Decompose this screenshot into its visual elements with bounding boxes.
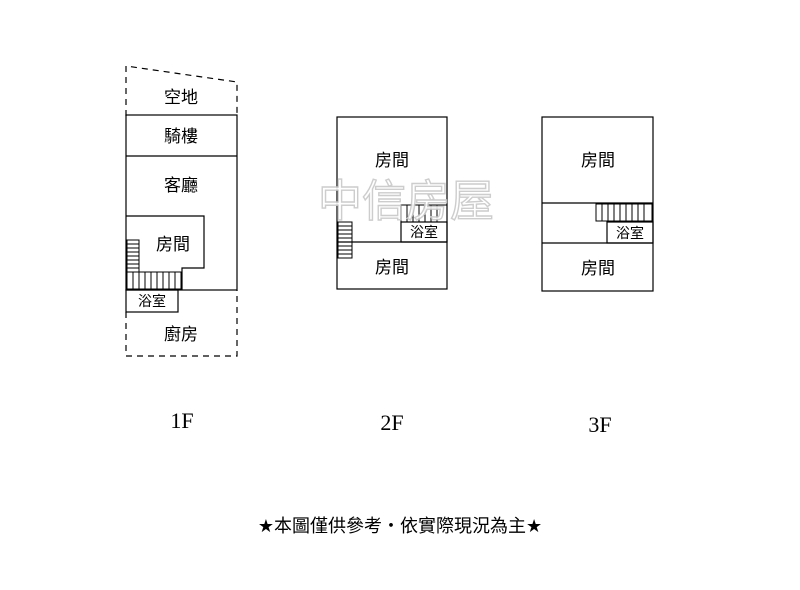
f2-bedroom-front-label: 房間 xyxy=(375,151,409,171)
floor-1f-plan: 空地 騎樓 客廳 房間 浴室 廚房 1F xyxy=(125,65,238,433)
f2-stair-vertical xyxy=(337,221,353,259)
f1-arcade-label: 騎樓 xyxy=(164,127,198,147)
f3-bathroom-box xyxy=(606,221,654,244)
f2-floor-label: 2F xyxy=(380,410,403,435)
f1-open-space-label: 空地 xyxy=(164,88,198,108)
f3-stair-horizontal xyxy=(595,203,653,222)
watermark-logo-text: 中信房屋 xyxy=(318,176,494,227)
f2-stair-horizontal xyxy=(400,204,448,223)
f3-bedroom-back-label: 房間 xyxy=(581,259,615,279)
f3-building-outline xyxy=(541,116,654,292)
f2-building-outline xyxy=(336,116,448,290)
f3-floor-label: 3F xyxy=(588,412,611,437)
f1-floor-label: 1F xyxy=(170,408,193,433)
f1-kitchen-label: 廚房 xyxy=(164,324,198,345)
f1-bathroom-box xyxy=(125,289,179,313)
floor-3f-plan: 房間 浴室 房間 3F xyxy=(541,116,654,437)
disclaimer-note: ★本圖僅供參考・依實際現況為主★ xyxy=(257,516,543,537)
f3-bedroom-front-label: 房間 xyxy=(581,151,615,171)
f1-stair-horizontal xyxy=(126,271,182,290)
f2-bathroom-label: 浴室 xyxy=(410,224,438,241)
f2-bedroom-back-label: 房間 xyxy=(375,258,409,278)
f1-bedroom-label: 房間 xyxy=(156,235,190,255)
f1-living-room-label: 客廳 xyxy=(164,176,198,196)
f1-bathroom-label: 浴室 xyxy=(138,293,166,310)
floor-2f-plan: 房間 浴室 房間 2F xyxy=(336,116,448,435)
f3-bathroom-label: 浴室 xyxy=(616,225,644,242)
f1-open-space-boundary xyxy=(125,65,238,116)
f1-bedroom-wall xyxy=(126,215,205,290)
f1-kitchen-boundary xyxy=(125,290,238,357)
f1-stair-vertical xyxy=(126,239,140,273)
